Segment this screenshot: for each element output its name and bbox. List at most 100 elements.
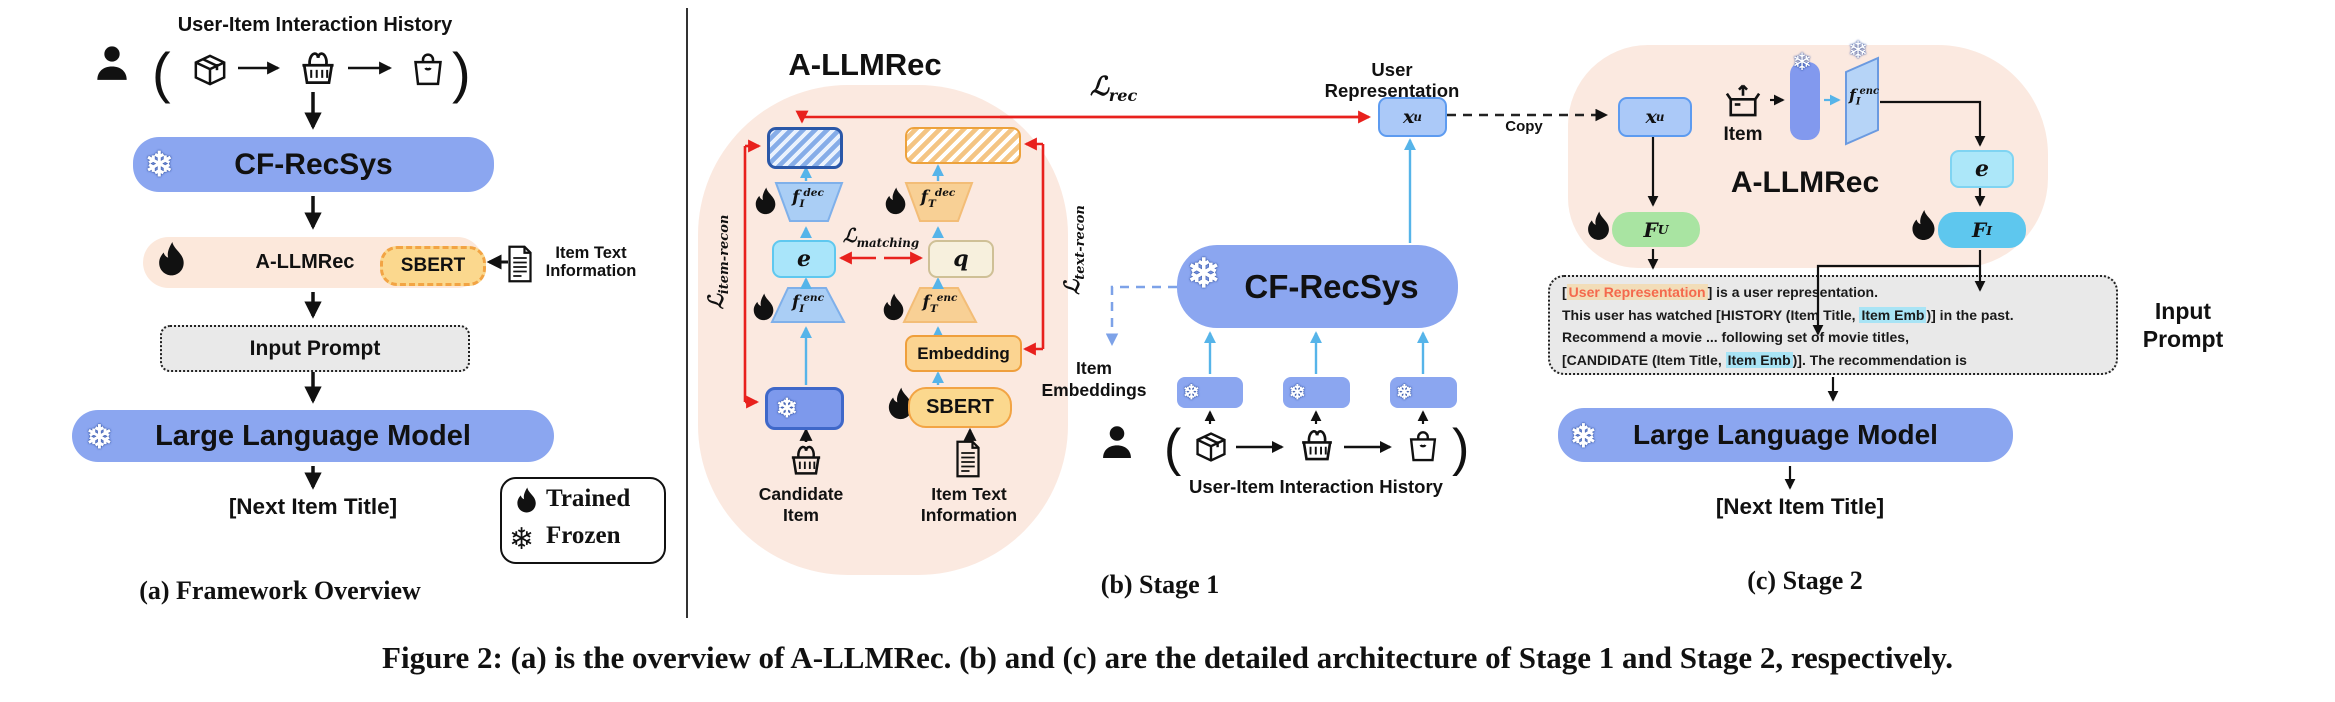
- paren-close: ): [452, 41, 471, 104]
- f-sub: I: [799, 198, 805, 211]
- input-line2: Prompt: [2142, 325, 2224, 352]
- paren-close: ): [1452, 419, 1470, 477]
- paren-open: (: [1164, 419, 1182, 477]
- f-sub: I: [799, 303, 805, 316]
- loss-text-recon-label: ℒtext-recon: [1059, 160, 1089, 340]
- frozen-item-encoder-box: [1790, 62, 1820, 140]
- input-line1: Input: [2154, 298, 2212, 324]
- item-emb-highlight: Item Emb: [1859, 306, 1927, 323]
- panel-b-history-title: User-Item Interaction History: [1189, 476, 1443, 497]
- item-emb-box-2: ❄: [1283, 377, 1350, 408]
- package-icon: [1192, 428, 1230, 466]
- reconstructed-item-emb: [767, 127, 843, 169]
- panel-b-title: A-LLMRec: [788, 47, 942, 82]
- loss-base: ℒ: [842, 225, 857, 247]
- f-i-enc-label: fIenc: [780, 292, 836, 316]
- item-emb-highlight: Item Emb: [1725, 351, 1793, 368]
- item-emb-line1: Item: [1076, 358, 1112, 378]
- prompt-line-3: Recommend a movie ... following set of m…: [1562, 326, 2104, 349]
- panel-c-llm: ❄ Large Language Model: [1558, 408, 2013, 462]
- f-base: f: [791, 292, 800, 313]
- panel-c-input-prompt-label: Input Prompt: [2126, 298, 2240, 353]
- loss-sub: matching: [856, 235, 920, 250]
- snowflake-icon: ❄: [1289, 382, 1306, 404]
- snowflake-icon: ❄: [1848, 37, 1869, 64]
- flame-icon: [878, 292, 910, 327]
- loss-matching-label: ℒmatching: [822, 225, 940, 250]
- f-base: f: [792, 187, 800, 208]
- document-icon: [950, 438, 986, 480]
- panel-divider: [686, 8, 688, 618]
- panel-a-llm: ❄ Large Language Model: [72, 410, 554, 462]
- panel-a-input-prompt: Input Prompt: [160, 325, 470, 372]
- sbert-label: SBERT: [926, 396, 994, 418]
- prompt-line-4: [CANDIDATE (Item Title, Item Emb)]. The …: [1562, 349, 2104, 372]
- document-icon: [502, 243, 538, 285]
- user-representation-highlight: User Representation: [1566, 284, 1708, 300]
- legend-frozen: Frozen: [546, 522, 621, 549]
- panel-c-f-i-enc-label: fIenc: [1842, 86, 1886, 108]
- panel-a-next-item: [Next Item Title]: [228, 494, 398, 519]
- x-base: x: [1403, 106, 1415, 128]
- flame-icon: [882, 386, 920, 427]
- user-icon: [1098, 424, 1136, 462]
- candidate-item-label: Candidate Item: [745, 484, 857, 527]
- x-base: x: [1645, 106, 1657, 128]
- x-sup: u: [1655, 110, 1665, 124]
- snowflake-icon: ❄: [1396, 382, 1413, 404]
- panel-c-next-item: [Next Item Title]: [1715, 494, 1885, 519]
- loss-sub: rec: [1108, 86, 1138, 106]
- paren-open: (: [152, 41, 171, 104]
- item-emb-box-1: ❄: [1177, 377, 1243, 408]
- snowflake-icon: ❄: [86, 419, 113, 455]
- line-text: [CANDIDATE (Item Title,: [1562, 351, 1726, 368]
- f-sub: T: [928, 198, 936, 211]
- f-t-dec-label: fTdec: [910, 187, 966, 211]
- candidate-line2: Item: [783, 505, 819, 526]
- panel-c-e-box: e: [1950, 150, 2014, 188]
- line-text: )]. The recommendation is: [1792, 351, 1967, 368]
- loss-base: ℒ: [1090, 72, 1109, 102]
- panel-c-title: A-LLMRec: [1730, 166, 1880, 199]
- snowflake-icon: ❄: [1570, 418, 1597, 454]
- item-emb-box-3: ❄: [1390, 377, 1457, 408]
- panel-c-caption: (c) Stage 2: [1747, 566, 1863, 595]
- f-sup: enc: [803, 292, 825, 304]
- f-sup: dec: [803, 187, 824, 199]
- llm-label: Large Language Model: [1633, 419, 1938, 450]
- figure-caption: Figure 2: (a) is the overview of A-LLMRe…: [382, 640, 1953, 675]
- f-sub: T: [929, 303, 938, 316]
- line-text: )] in the past.: [1926, 306, 2014, 323]
- input-prompt-label: Input Prompt: [249, 336, 381, 360]
- snowflake-icon: ❄: [509, 523, 535, 556]
- basket-icon: [296, 46, 340, 90]
- snowflake-icon: ❄: [1183, 382, 1200, 404]
- copy-label: Copy: [1505, 118, 1543, 135]
- panel-b-embedding: Embedding: [905, 335, 1022, 372]
- flame-icon: [750, 186, 782, 221]
- f-t-enc-label: fTenc: [912, 292, 968, 316]
- panel-a-sbert: SBERT: [380, 246, 486, 286]
- panel-a-history-title: User-Item Interaction History: [177, 14, 453, 36]
- panel-c-prompt-box: [User Representation] is a user represen…: [1548, 275, 2118, 375]
- f-sub: I: [1855, 96, 1861, 108]
- prompt-line-2: This user has watched [HISTORY (Item Tit…: [1562, 304, 2104, 327]
- basket-icon: [1296, 424, 1338, 466]
- q-embedding-box: q: [928, 240, 994, 278]
- f-i-dec-label: fIdec: [780, 187, 836, 211]
- item-embeddings-dashed-arrow: [1105, 285, 1177, 347]
- e-embedding-box: e: [772, 240, 836, 278]
- f-base: f: [920, 187, 928, 208]
- prompt-line-1: [User Representation] is a user represen…: [1562, 281, 2104, 304]
- candidate-line1: Candidate: [758, 484, 844, 504]
- panel-a-item-text-label: Item Text Information: [535, 244, 647, 281]
- reconstructed-text-emb: [905, 127, 1021, 164]
- panel-b-cf-recsys: ❄ CF-RecSys: [1177, 245, 1458, 328]
- loss-sub: text-recon: [1073, 205, 1089, 280]
- q-label: q: [953, 246, 969, 272]
- user-representation-label: User Representation: [1324, 59, 1460, 101]
